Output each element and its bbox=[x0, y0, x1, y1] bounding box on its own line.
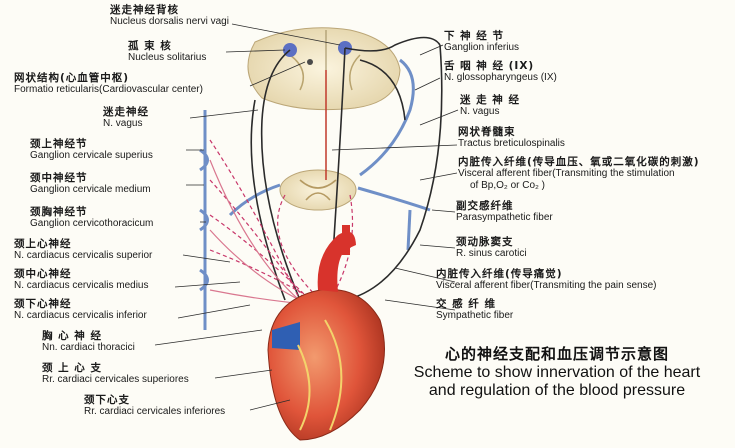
formatio-reticularis-en: Formatio reticularis(Cardiovascular cent… bbox=[14, 84, 203, 96]
label-nucleus-solitarius: 孤 束 核 Nucleus solitarius bbox=[128, 40, 206, 64]
rr-card-sup-en: Rr. cardiaci cervicales superiores bbox=[42, 374, 189, 386]
n-glosso-zh: 舌 咽 神 经 (IX) bbox=[444, 60, 535, 72]
n-card-cerv-inf-en: N. cardiacus cervicalis inferior bbox=[14, 310, 147, 322]
sympathetic-fibers bbox=[209, 139, 354, 301]
label-nucleus-dorsalis: 迷走神经背核 Nucleus dorsalis nervi vagi bbox=[110, 4, 229, 28]
visceral-aff-2-en: Visceral afferent fiber(Transmiting the … bbox=[436, 280, 657, 292]
ggl-cerv-sup-zh: 颈上神经节 bbox=[30, 138, 88, 150]
label-ggl-cerv-sup: 颈上神经节 Ganglion cervicale superius bbox=[30, 138, 153, 162]
parasympathetic-zh: 副交感纤维 bbox=[456, 200, 514, 212]
label-rr-card-inf: 颈下心支 Rr. cardiaci cervicales inferiores bbox=[84, 394, 225, 418]
figure-title: 心的神经支配和血压调节示意图 Scheme to show innervatio… bbox=[392, 343, 722, 401]
label-rr-card-sup: 颈 上 心 支 Rr. cardiaci cervicales superior… bbox=[42, 362, 189, 386]
label-n-vagus-right: 迷 走 神 经 N. vagus bbox=[460, 94, 520, 118]
heart bbox=[267, 225, 385, 441]
rr-card-sup-zh: 颈 上 心 支 bbox=[42, 362, 102, 374]
visceral-aff-1-en: Visceral afferent fiber(Transmiting the … bbox=[458, 168, 675, 180]
nucleus-dorsalis-en: Nucleus dorsalis nervi vagi bbox=[110, 16, 229, 28]
nucleus-solitarius-en: Nucleus solitarius bbox=[128, 52, 207, 64]
ggl-inferius-zh: 下 神 经 节 bbox=[444, 30, 504, 42]
vena-cava bbox=[272, 322, 300, 350]
ggl-cerv-med-en: Ganglion cervicale medium bbox=[30, 184, 151, 196]
rr-card-inf-zh: 颈下心支 bbox=[84, 394, 130, 406]
n-card-cerv-med-en: N. cardiacus cervicalis medius bbox=[14, 280, 149, 292]
label-parasympathetic: 副交感纤维 Parasympathetic fiber bbox=[456, 200, 553, 224]
n-glosso-en: N. glossopharyngeus (IX) bbox=[444, 72, 557, 84]
ggl-inferius-en: Ganglion inferius bbox=[444, 42, 520, 54]
ggl-cerv-sup-en: Ganglion cervicale superius bbox=[30, 150, 153, 162]
label-tractus: 网状脊髓束 Tractus breticulospinalis bbox=[458, 126, 565, 150]
label-sympathetic: 交 感 纤 维 Sympathetic fiber bbox=[436, 298, 513, 322]
label-n-glosso: 舌 咽 神 经 (IX) N. glossopharyngeus (IX) bbox=[444, 60, 557, 84]
spinal-cord-section bbox=[279, 169, 357, 211]
n-card-cerv-med-zh: 颈中心神经 bbox=[14, 268, 72, 280]
ggl-cervicothoracic-zh: 颈胸神经节 bbox=[30, 206, 88, 218]
n-card-cerv-sup-en: N. cardiacus cervicalis superior bbox=[14, 250, 153, 262]
label-ggl-cervicothoracic: 颈胸神经节 Ganglion cervicothoracicum bbox=[30, 206, 153, 230]
nucleus-dorsalis-zh: 迷走神经背核 bbox=[110, 4, 179, 16]
label-formatio-reticularis: 网状结构(心血管中枢) Formatio reticularis(Cardiov… bbox=[14, 72, 203, 96]
title-en-line2: and regulation of the blood pressure bbox=[428, 382, 686, 400]
label-nn-card-thoracici: 胸 心 神 经 Nn. cardiaci thoracici bbox=[42, 330, 135, 354]
n-vagus-right-en: N. vagus bbox=[460, 106, 500, 118]
label-visceral-aff-2: 内脏传入纤维(传导痛觉) Visceral afferent fiber(Tra… bbox=[436, 268, 656, 292]
nucleus-solitarius-zh: 孤 束 核 bbox=[128, 40, 172, 52]
visceral-aff-2-zh: 内脏传入纤维(传导痛觉) bbox=[436, 268, 563, 280]
visceral-aff-1-en2: of Bp,O₂ or Co₂ ) bbox=[470, 180, 546, 192]
leader-lines bbox=[154, 23, 459, 411]
r-sinus-en: R. sinus carotici bbox=[456, 248, 527, 260]
title-zh: 心的神经支配和血压调节示意图 bbox=[444, 345, 669, 363]
parasympathetic-en: Parasympathetic fiber bbox=[456, 212, 553, 224]
ggl-cerv-med-zh: 颈中神经节 bbox=[30, 172, 88, 184]
n-card-cerv-sup-zh: 颈上心神经 bbox=[14, 238, 72, 250]
n-card-cerv-inf-zh: 颈下心神经 bbox=[14, 298, 72, 310]
nn-card-thoracici-en: Nn. cardiaci thoracici bbox=[42, 342, 135, 354]
formatio-reticularis-zh: 网状结构(心血管中枢) bbox=[14, 72, 130, 84]
label-n-vagus-left: 迷走神经 N. vagus bbox=[103, 106, 149, 130]
rr-card-inf-en: Rr. cardiaci cervicales inferiores bbox=[84, 406, 226, 418]
label-n-card-cerv-inf: 颈下心神经 N. cardiacus cervicalis inferior bbox=[14, 298, 147, 322]
title-en-line1: Scheme to show innervation of the heart bbox=[413, 364, 701, 381]
sympathetic-en: Sympathetic fiber bbox=[436, 310, 514, 322]
tractus-zh: 网状脊髓束 bbox=[458, 126, 516, 138]
medulla-section bbox=[247, 27, 401, 111]
r-sinus-zh: 颈动脉窦支 bbox=[456, 236, 514, 248]
label-r-sinus: 颈动脉窦支 R. sinus carotici bbox=[456, 236, 527, 260]
tractus-en: Tractus breticulospinalis bbox=[458, 138, 565, 150]
label-n-card-cerv-med: 颈中心神经 N. cardiacus cervicalis medius bbox=[14, 268, 149, 292]
label-ggl-inferius: 下 神 经 节 Ganglion inferius bbox=[444, 30, 519, 54]
sympathetic-zh: 交 感 纤 维 bbox=[436, 298, 496, 310]
label-ggl-cerv-med: 颈中神经节 Ganglion cervicale medium bbox=[30, 172, 151, 196]
label-visceral-aff-1: 内脏传入纤维(传导血压、氧或二氧化碳的刺激) Visceral afferent… bbox=[458, 156, 700, 192]
ggl-cervicothoracic-en: Ganglion cervicothoracicum bbox=[30, 218, 154, 230]
visceral-aff-1-zh: 内脏传入纤维(传导血压、氧或二氧化碳的刺激) bbox=[458, 156, 700, 168]
nn-card-thoracici-zh: 胸 心 神 经 bbox=[42, 330, 102, 342]
label-n-card-cerv-sup: 颈上心神经 N. cardiacus cervicalis superior bbox=[14, 238, 152, 262]
n-vagus-left-zh: 迷走神经 bbox=[103, 106, 149, 118]
n-vagus-left-en: N. vagus bbox=[103, 118, 143, 130]
aortic-arch bbox=[317, 231, 356, 292]
n-vagus-right-zh: 迷 走 神 经 bbox=[460, 94, 520, 106]
